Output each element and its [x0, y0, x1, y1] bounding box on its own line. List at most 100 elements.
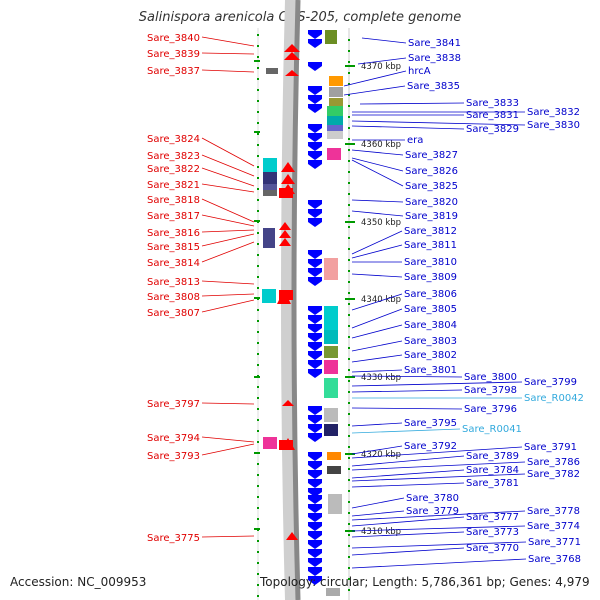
- forward-gene-block: [279, 188, 293, 198]
- gene-label[interactable]: Sare_3793: [147, 451, 200, 462]
- gene-block: [326, 588, 340, 596]
- gene-label[interactable]: Sare_3804: [404, 320, 457, 331]
- gene-label[interactable]: Sare_3818: [147, 195, 200, 206]
- gene-label[interactable]: Sare_3837: [147, 66, 200, 77]
- gene-label[interactable]: Sare_3829: [466, 124, 519, 135]
- forward-gene-block: [279, 290, 293, 300]
- gene-label[interactable]: Sare_3827: [405, 150, 458, 161]
- gene-label[interactable]: Sare_3814: [147, 258, 200, 269]
- gene-leader-line: [357, 57, 407, 65]
- gene-block: [329, 98, 343, 106]
- gene-block: [325, 30, 337, 44]
- gene-label[interactable]: Sare_3780: [406, 493, 459, 504]
- gene-label[interactable]: Sare_3782: [527, 469, 580, 480]
- gene-label[interactable]: Sare_3794: [147, 433, 200, 444]
- reverse-gene-arrow: [308, 531, 322, 540]
- gene-label[interactable]: Sare_3803: [404, 336, 457, 347]
- gene-label[interactable]: Sare_3800: [464, 372, 517, 383]
- gene-label[interactable]: Sare_3784: [466, 465, 519, 476]
- gene-label[interactable]: Sare_3777: [466, 512, 519, 523]
- gene-label[interactable]: Sare_3824: [147, 134, 200, 145]
- left-tick: [257, 67, 259, 69]
- gene-label[interactable]: Sare_3789: [466, 451, 519, 462]
- gene-label[interactable]: Sare_3832: [527, 107, 580, 118]
- gene-label[interactable]: Sare_3821: [147, 180, 200, 191]
- gene-label[interactable]: Sare_3781: [466, 478, 519, 489]
- forward-gene-arrow: [279, 222, 291, 230]
- forward-gene-arrow: [281, 162, 295, 172]
- gene-label[interactable]: hrcA: [408, 66, 431, 77]
- right-tick: [348, 182, 350, 184]
- gene-label[interactable]: Sare_3815: [147, 242, 200, 253]
- gene-label[interactable]: Sare_3817: [147, 211, 200, 222]
- gene-label[interactable]: Sare_3771: [528, 537, 581, 548]
- gene-label[interactable]: Sare_3795: [404, 418, 457, 429]
- gene-label[interactable]: Sare_3822: [147, 164, 200, 175]
- right-tick: [348, 457, 350, 459]
- gene-label[interactable]: Sare_3816: [147, 228, 200, 239]
- gene-label[interactable]: Sare_3841: [408, 38, 461, 49]
- gene-label[interactable]: Sare_3806: [404, 289, 457, 300]
- right-tick: [348, 512, 350, 514]
- gene-label[interactable]: Sare_3823: [147, 151, 200, 162]
- right-tick: [348, 435, 350, 437]
- right-tick: [348, 259, 350, 261]
- gene-label[interactable]: Sare_3805: [404, 304, 457, 315]
- gene-label[interactable]: Sare_R0042: [524, 393, 584, 404]
- right-tick: [348, 380, 350, 382]
- gene-label[interactable]: Sare_3810: [404, 257, 457, 268]
- gene-label[interactable]: Sare_3797: [147, 399, 200, 410]
- right-tick: [348, 303, 350, 305]
- gene-label[interactable]: Sare_3768: [528, 554, 581, 565]
- gene-label[interactable]: Sare_3779: [406, 506, 459, 517]
- gene-leader-line: [351, 120, 526, 126]
- scale-label: 4360 kbp: [361, 140, 401, 150]
- gene-label[interactable]: Sare_3811: [404, 240, 457, 251]
- gene-label[interactable]: Sare_3809: [404, 272, 457, 283]
- gene-label[interactable]: Sare_3808: [147, 292, 200, 303]
- left-tick: [257, 518, 259, 520]
- reverse-gene-arrow: [308, 151, 322, 160]
- gene-label[interactable]: Sare_3799: [524, 377, 577, 388]
- gene-label[interactable]: Sare_3826: [405, 166, 458, 177]
- gene-leader-line: [351, 547, 465, 556]
- gene-label[interactable]: Sare_3773: [466, 527, 519, 538]
- gene-label[interactable]: Sare_3820: [405, 197, 458, 208]
- gene-label[interactable]: Sare_3830: [527, 120, 580, 131]
- gene-label[interactable]: Sare_3802: [404, 350, 457, 361]
- gene-label[interactable]: Sare_3807: [147, 308, 200, 319]
- gene-label[interactable]: Sare_3819: [405, 211, 458, 222]
- gene-label[interactable]: Sare_3833: [466, 98, 519, 109]
- gene-label[interactable]: Sare_3801: [404, 365, 457, 376]
- gene-leader-line: [201, 299, 255, 313]
- right-tick: [348, 281, 350, 283]
- left-tick: [257, 287, 259, 289]
- gene-label[interactable]: Sare_3796: [464, 404, 517, 415]
- gene-label[interactable]: Sare_3812: [404, 226, 457, 237]
- gene-label[interactable]: Sare_3835: [407, 81, 460, 92]
- gene-label[interactable]: Sare_3840: [147, 33, 200, 44]
- left-tick: [257, 243, 259, 245]
- gene-leader-line: [351, 369, 403, 373]
- gene-label[interactable]: Sare_3775: [147, 533, 200, 544]
- gene-block: [329, 76, 343, 86]
- gene-label[interactable]: Sare_3791: [524, 442, 577, 453]
- gene-label[interactable]: Sare_3813: [147, 277, 200, 288]
- gene-label[interactable]: Sare_3839: [147, 49, 200, 60]
- gene-label[interactable]: Sare_3831: [466, 110, 519, 121]
- gene-block: [327, 466, 341, 474]
- left-tick: [257, 584, 259, 586]
- gene-label[interactable]: Sare_3774: [527, 521, 580, 532]
- gene-label[interactable]: Sare_3825: [405, 181, 458, 192]
- gene-label[interactable]: Sare_3778: [527, 506, 580, 517]
- gene-label[interactable]: Sare_R0041: [462, 424, 522, 435]
- gene-label[interactable]: Sare_3798: [464, 385, 517, 396]
- gene-label[interactable]: Sare_3792: [404, 441, 457, 452]
- gene-label[interactable]: Sare_3786: [527, 457, 580, 468]
- gene-label[interactable]: Sare_3838: [408, 53, 461, 64]
- right-tick: [348, 149, 350, 151]
- gene-label[interactable]: era: [407, 135, 423, 146]
- gene-label[interactable]: Sare_3770: [466, 543, 519, 554]
- left-tick: [257, 133, 259, 135]
- right-tick: [348, 424, 350, 426]
